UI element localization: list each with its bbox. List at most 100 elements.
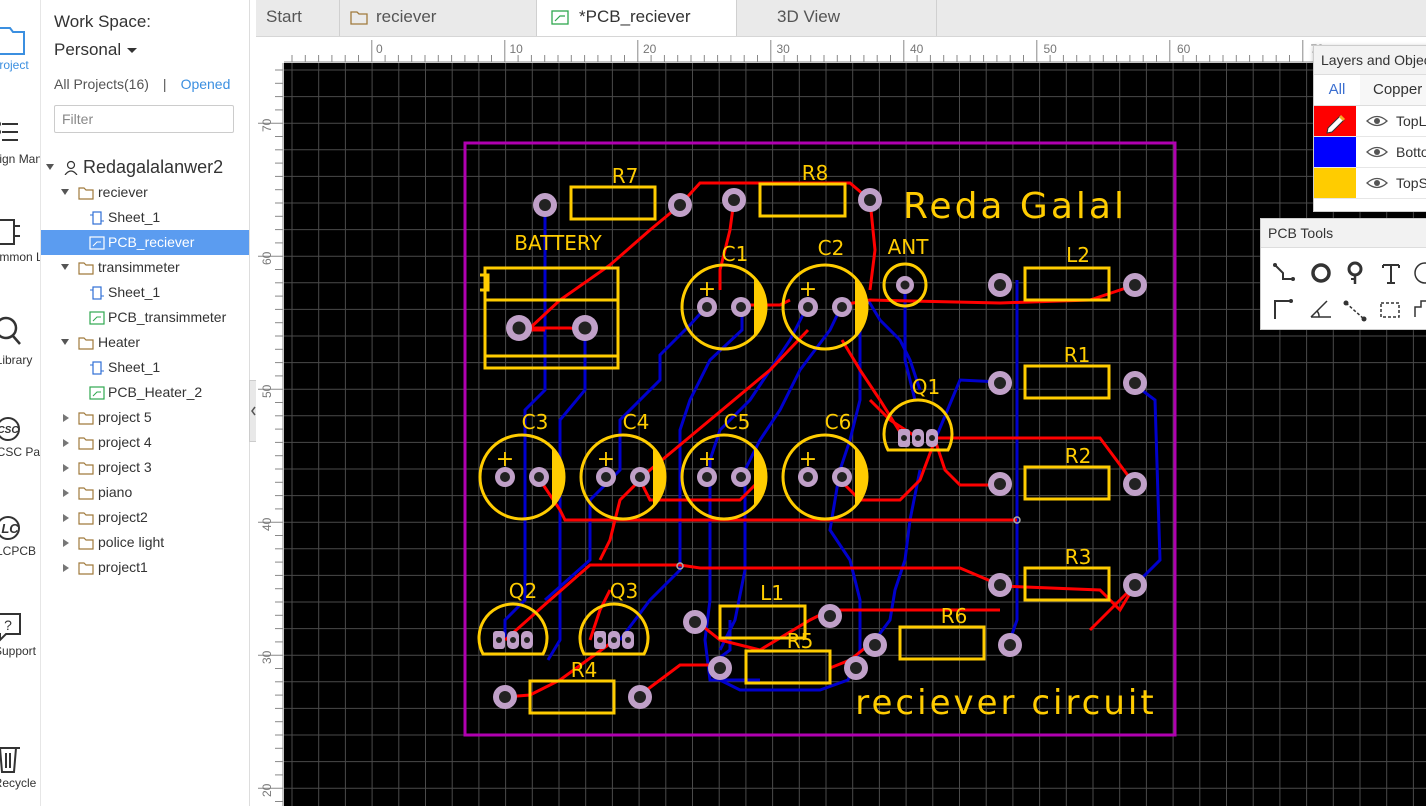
workspace-select[interactable]: Personal xyxy=(54,40,138,60)
top-trace xyxy=(838,439,937,502)
layer-row-bottomlayer[interactable]: BottomLayer xyxy=(1314,137,1426,168)
resistor-outline xyxy=(1023,566,1111,602)
tree-item-label: Sheet_1 xyxy=(108,209,161,225)
filter-input[interactable] xyxy=(54,105,234,133)
tab-label: *PCB_reciever xyxy=(579,7,691,26)
bottom-trace xyxy=(703,304,810,682)
pcb-canvas-area[interactable]: 010203040506070706050403020R7R8L2R1R2R3L… xyxy=(256,37,1426,806)
caret-right-icon[interactable] xyxy=(63,514,69,522)
pcb-canvas[interactable]: 010203040506070706050403020R7R8L2R1R2R3L… xyxy=(256,37,1426,806)
tab-3d-view[interactable]: 3D View xyxy=(737,0,937,36)
caret-right-icon[interactable] xyxy=(63,539,69,547)
region-tool-button[interactable] xyxy=(1411,295,1426,323)
transistor-outline xyxy=(477,602,549,656)
tab-start[interactable]: Start xyxy=(256,0,340,36)
pad-hole xyxy=(900,280,910,290)
angle-tool-button[interactable] xyxy=(1307,295,1335,323)
tree-file-PCB_transimmeter[interactable]: PCB_transimmeter xyxy=(41,305,249,330)
tree-item-label: transimmeter xyxy=(98,259,180,275)
project-panel: Work Space: Personal All Projects(16)|Op… xyxy=(41,0,250,806)
layer-color-swatch[interactable] xyxy=(1314,168,1356,198)
pad-hole xyxy=(1129,377,1141,389)
pad-tool-button[interactable] xyxy=(1307,259,1335,287)
tree-project-transimmeter[interactable]: transimmeter xyxy=(41,255,249,280)
pad-hole xyxy=(837,472,847,482)
folder-icon xyxy=(78,187,94,200)
caret-right-icon[interactable] xyxy=(63,489,69,497)
tree-project-reciever[interactable]: reciever xyxy=(41,180,249,205)
silk-label: R4 xyxy=(571,658,598,682)
tree-project-project2[interactable]: project2 xyxy=(41,505,249,530)
all-projects-link[interactable]: All Projects(16) xyxy=(54,76,149,92)
silk-label: + xyxy=(698,447,716,472)
track-tool-button[interactable] xyxy=(1269,259,1297,287)
tree-project-police-light[interactable]: police light xyxy=(41,530,249,555)
tree-item-label: PCB_Heater_2 xyxy=(108,384,203,400)
tree-user-root[interactable]: Redagalalanwer2 xyxy=(41,155,249,180)
rect-region-tool-button[interactable] xyxy=(1377,295,1405,323)
tree-item-label: PCB_transimmeter xyxy=(108,309,227,325)
pad-hole xyxy=(635,472,645,482)
text-tool-button[interactable] xyxy=(1377,259,1405,287)
folder-icon xyxy=(78,412,94,425)
caret-down-icon[interactable] xyxy=(61,189,69,195)
tree-project-project1[interactable]: project1 xyxy=(41,555,249,580)
opened-link[interactable]: Opened xyxy=(180,76,231,92)
silk-label: R5 xyxy=(787,629,814,653)
tree-file-Sheet_1[interactable]: Sheet_1 xyxy=(41,355,249,380)
eye-icon[interactable] xyxy=(1366,114,1388,128)
support-nav-button[interactable]: ? Support xyxy=(0,612,40,659)
tree-file-PCB_reciever[interactable]: PCB_reciever xyxy=(41,230,249,255)
help-bubble-icon: ? xyxy=(0,613,21,642)
ruler-label: 70 xyxy=(260,118,274,132)
recycle-nav-button[interactable]: Recycle xyxy=(0,742,40,791)
pad-hole xyxy=(601,472,611,482)
caret-down-icon[interactable] xyxy=(46,164,54,170)
caret-down-icon[interactable] xyxy=(61,339,69,345)
common-library-nav-button[interactable]: Common Library xyxy=(0,218,40,265)
layer-row-topsilklayer[interactable]: TopSilkLayer xyxy=(1314,168,1426,199)
caret-right-icon[interactable] xyxy=(63,464,69,472)
silk-label: L2 xyxy=(1066,243,1090,267)
capacitor-polarity-band xyxy=(855,447,868,507)
connect-tool-button[interactable] xyxy=(1341,295,1369,323)
pad-hole xyxy=(625,637,631,643)
layer-color-swatch[interactable] xyxy=(1314,106,1356,136)
tree-file-PCB_Heater_2[interactable]: PCB_Heater_2 xyxy=(41,380,249,405)
design-manager-nav-button[interactable]: Design Manager xyxy=(0,120,40,167)
tree-project-piano[interactable]: piano xyxy=(41,480,249,505)
caret-right-icon[interactable] xyxy=(63,564,69,572)
layer-color-swatch[interactable] xyxy=(1314,137,1356,167)
eye-icon[interactable] xyxy=(1366,176,1388,190)
layers-tab-copper[interactable]: Copper xyxy=(1373,81,1423,98)
ruler-label: 60 xyxy=(260,251,274,265)
caret-down-icon[interactable] xyxy=(61,264,69,270)
tree-file-Sheet_1[interactable]: Sheet_1 xyxy=(41,205,249,230)
project-nav-button[interactable]: Project xyxy=(0,20,40,73)
lcsc-parts-nav-button[interactable]: CSC LCSC Parts xyxy=(0,415,40,460)
layers-tab-all[interactable]: All xyxy=(1314,75,1360,105)
pad-hole xyxy=(714,662,726,674)
caret-right-icon[interactable] xyxy=(63,414,69,422)
tab-reciever[interactable]: reciever xyxy=(340,0,537,36)
library-nav-button[interactable]: Library xyxy=(0,315,40,368)
tab-pcb-reciever[interactable]: *PCB_reciever xyxy=(537,0,737,36)
pad-hole xyxy=(850,662,862,674)
layers-panel: Layers and Objects All Copper TopLayerBo… xyxy=(1313,45,1426,212)
tree-project-project-3[interactable]: project 3 xyxy=(41,455,249,480)
layer-row-toplayer[interactable]: TopLayer xyxy=(1314,106,1426,137)
tree-file-Sheet_1[interactable]: Sheet_1 xyxy=(41,280,249,305)
tree-project-Heater[interactable]: Heater xyxy=(41,330,249,355)
eye-icon[interactable] xyxy=(1366,145,1388,159)
caret-right-icon[interactable] xyxy=(63,439,69,447)
tree-project-project-5[interactable]: project 5 xyxy=(41,405,249,430)
tree-project-project-4[interactable]: project 4 xyxy=(41,430,249,455)
via-tool-button[interactable] xyxy=(1341,259,1369,287)
pad-hole xyxy=(837,302,847,312)
top-trace xyxy=(933,439,1000,487)
capacitor-polarity-band xyxy=(754,447,767,507)
circle-tool-button[interactable] xyxy=(1411,259,1426,287)
silk-label: C4 xyxy=(623,410,650,434)
lcpcb-nav-button[interactable]: LC LCPCB xyxy=(0,514,40,559)
line-tool-button[interactable] xyxy=(1269,295,1297,323)
